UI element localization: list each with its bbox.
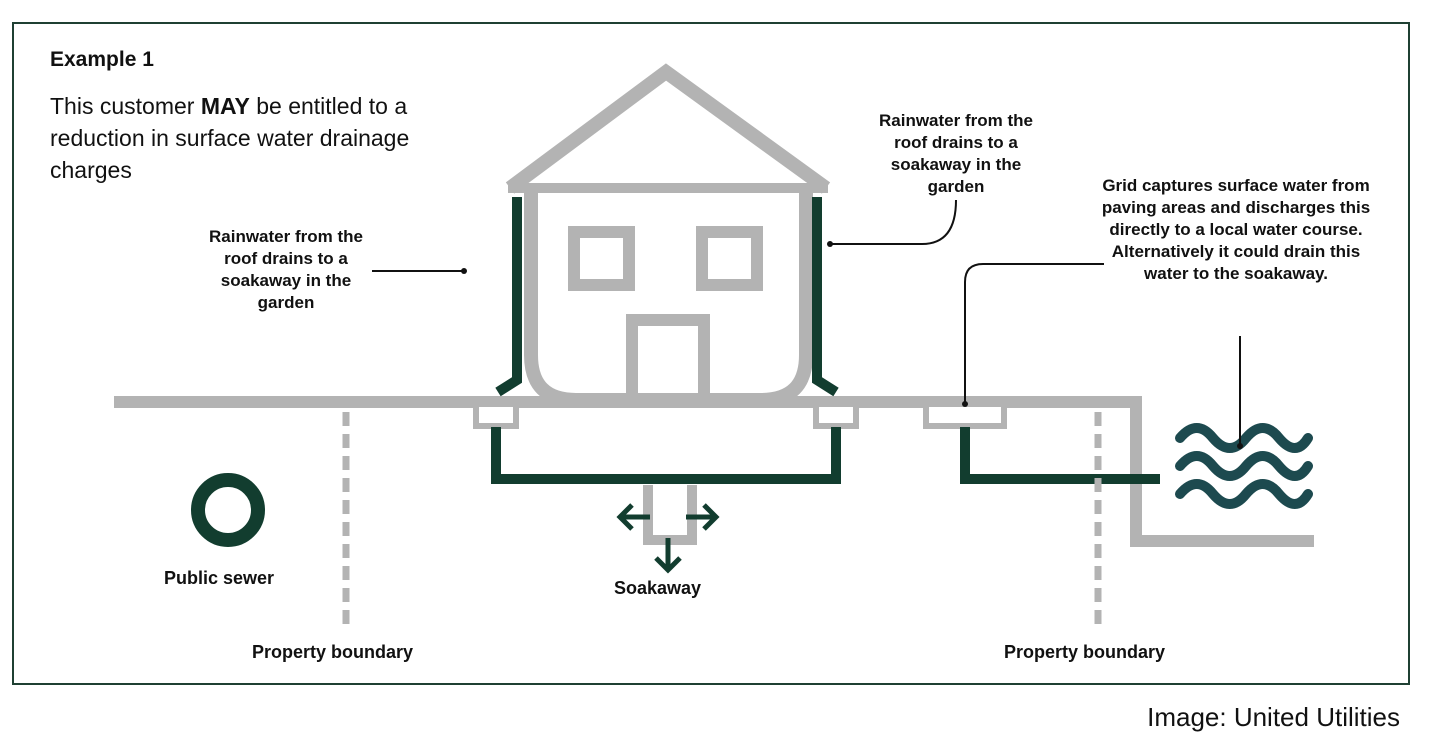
label-soakaway: Soakaway	[614, 578, 702, 598]
leader-dot-right	[827, 241, 833, 247]
leader-dot-left	[461, 268, 467, 274]
public-sewer-icon	[191, 473, 265, 547]
callout-roof-right: Rainwater from the roof drains to a soak…	[879, 111, 1033, 196]
image-credit: Image: United Utilities	[1147, 702, 1400, 732]
description-emphasis: MAY	[200, 93, 250, 119]
label-property-boundary-left: Property boundary	[252, 642, 414, 662]
gully-left	[473, 401, 519, 429]
diagram-frame	[12, 22, 1410, 685]
arrow-right-icon	[686, 503, 720, 531]
soakaway-pit	[643, 485, 697, 545]
soakaway-pipe	[491, 427, 841, 484]
label-public-sewer: Public sewer	[164, 568, 275, 588]
leader-lines	[372, 199, 1241, 446]
leader-dot-grid	[962, 401, 968, 407]
paving-grid	[923, 401, 1007, 429]
diagram-heading: Example 1	[50, 48, 154, 71]
arrow-left-icon	[616, 503, 650, 531]
door	[626, 314, 710, 394]
callout-grid: Grid captures surface water from paving …	[1101, 176, 1371, 283]
description-part2: be entitled to a reduction in surface wa…	[50, 93, 410, 183]
callout-roof-left: Rainwater from the roof drains to a soak…	[209, 227, 363, 312]
leader-dot-water	[1237, 443, 1243, 449]
diagram-description: This customer MAY be entitled to a reduc…	[50, 90, 430, 186]
ground-line	[114, 396, 1314, 547]
water-course-icon	[1175, 423, 1313, 509]
downpipe-left	[495, 197, 522, 397]
window-left	[568, 226, 635, 291]
description-part1: This customer	[50, 93, 201, 119]
house-body	[524, 190, 813, 407]
label-property-boundary-right: Property boundary	[1004, 642, 1166, 662]
window-right	[696, 226, 763, 291]
house-roof	[505, 63, 831, 194]
gully-right	[813, 401, 859, 429]
arrow-down-icon	[654, 538, 682, 574]
downpipe-right	[812, 197, 839, 397]
